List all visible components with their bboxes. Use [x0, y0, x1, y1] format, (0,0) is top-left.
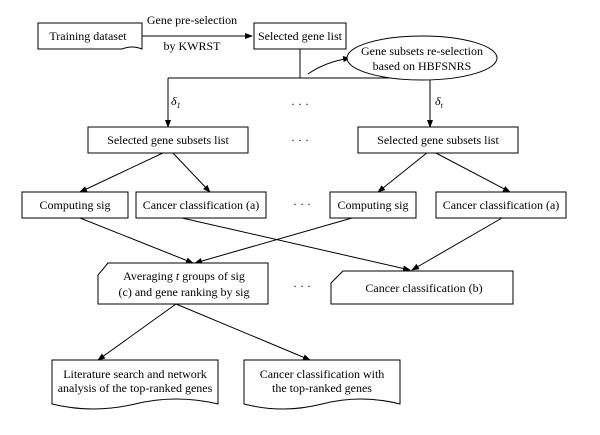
cancer-class-b-label: Cancer classification (b) [365, 281, 482, 295]
arrow-left-to-class-a [171, 151, 211, 193]
ellipsis-top: · · · [291, 97, 309, 111]
training-dataset-label: Training dataset [49, 29, 127, 43]
cancer-class-a-left-box [135, 191, 267, 219]
cancer-class-a-left-label: Cancer classification (a) [143, 198, 260, 212]
subsets-list-right-label: Selected gene subsets list [377, 133, 499, 147]
cancer-class-b-card [330, 270, 514, 305]
averaging-card [97, 262, 269, 305]
arrow-class-a-left-to-class-b [181, 217, 411, 272]
ellipsis-middle: · · · [291, 133, 309, 147]
reselection-ellipse [346, 35, 498, 81]
arrow-class-a-right-to-class-b [411, 217, 503, 271]
averaging-label-1-post: groups of sig [179, 269, 245, 283]
reselection-label-1: Gene subsets re-selection [361, 44, 483, 58]
arrow-right-to-computing [377, 151, 429, 193]
subsets-list-left-label: Selected gene subsets list [107, 133, 229, 147]
computing-sig-right-label: Computing sig [337, 198, 408, 212]
averaging-label-1-pre: Averaging [123, 269, 176, 283]
averaging-label-2: (c) and gene ranking by sig [119, 285, 250, 299]
delta-1-symbol: δ [171, 94, 177, 108]
cancer-class-a-right-box [435, 191, 567, 219]
connectors [79, 33, 511, 361]
delta-1-sub: 1 [177, 101, 181, 110]
arrow-averaging-to-literature [97, 303, 177, 361]
selected-gene-list-label: Selected gene list [258, 29, 343, 43]
labels: Training dataset Gene pre-selection by K… [39, 13, 559, 395]
preselection-label-1: Gene pre-selection [147, 13, 237, 27]
arrow-right-to-class-a [433, 151, 511, 193]
ellipsis-bottom: · · · [293, 279, 311, 293]
arrow-averaging-to-topranked [175, 303, 311, 361]
literature-label-1: Literature search and network [63, 367, 207, 381]
topranked-label-1: Cancer classification with [260, 367, 385, 381]
training-dataset-shape [37, 22, 143, 50]
delta-t-label: δt [435, 94, 444, 110]
topranked-doc [243, 359, 401, 410]
subsets-list-left-box [87, 126, 249, 154]
delta-t-sub: t [441, 101, 444, 110]
shapes [21, 22, 567, 410]
averaging-label-1-t: t [176, 269, 180, 283]
computing-sig-left-box [21, 191, 129, 219]
computing-sig-left-label: Computing sig [39, 198, 110, 212]
selected-gene-list-box [253, 22, 347, 50]
ellipsis-computing: · · · [293, 197, 311, 211]
reselection-label-2: based on HBFSNRS [373, 59, 472, 73]
arrow-computing-left-to-averaging [79, 217, 194, 264]
subsets-list-right-box [357, 126, 519, 154]
averaging-label-1: Averaging t groups of sig [123, 269, 245, 283]
arrow-computing-right-to-averaging [194, 217, 353, 264]
computing-sig-right-box [329, 191, 417, 219]
preselection-label-2: by KWRST [164, 39, 222, 53]
arrow-left-to-computing [79, 151, 166, 193]
arrow-to-reselection [307, 56, 351, 75]
delta-1-label: δ1 [171, 94, 181, 110]
delta-t-symbol: δ [435, 94, 441, 108]
cancer-class-a-right-label: Cancer classification (a) [443, 198, 560, 212]
topranked-label-2: the top-ranked genes [272, 381, 372, 395]
literature-doc [51, 359, 219, 410]
literature-label-2: analysis of the top-ranked genes [58, 381, 213, 395]
